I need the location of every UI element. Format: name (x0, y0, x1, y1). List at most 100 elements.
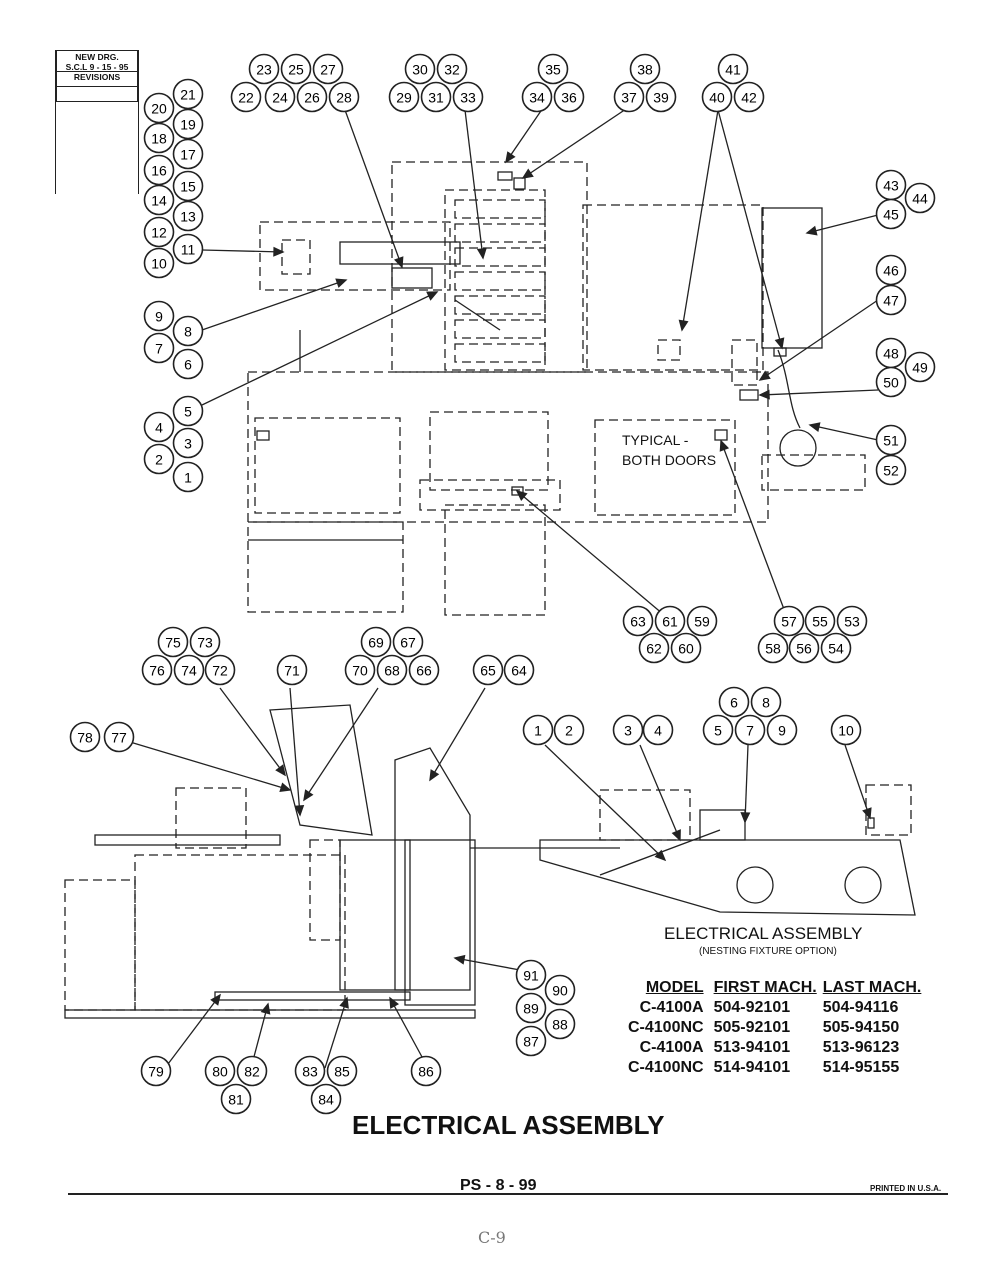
balloon-label: 49 (912, 360, 928, 376)
balloon-label: 13 (180, 209, 196, 225)
callout-balloon-89: 89 (515, 992, 547, 1024)
balloon-circle (172, 170, 204, 202)
callout-balloon-72: 72 (204, 654, 236, 686)
balloon-circle (280, 53, 312, 85)
outline (94, 834, 281, 846)
balloon-label: 6 (730, 695, 738, 711)
balloon-label: 4 (654, 723, 662, 739)
hidden-outline (134, 854, 346, 1011)
page-title: ELECTRICAL ASSEMBLY (352, 1110, 665, 1140)
balloon-label: 71 (284, 663, 300, 679)
balloon-circle (875, 284, 907, 316)
balloon-label: 58 (765, 641, 781, 657)
nesting-frame (539, 839, 916, 916)
callout-balloon-8: 8 (172, 315, 204, 347)
leader-arrow (303, 789, 314, 802)
leader-arrow (758, 389, 770, 400)
outline (867, 817, 875, 829)
balloon-label: 53 (844, 614, 860, 630)
head-outline (269, 704, 373, 836)
balloon-circle (173, 654, 205, 686)
balloon-label: 69 (368, 635, 384, 651)
page-number: PS - 8 - 99 (460, 1177, 537, 1194)
balloon-circle (103, 721, 135, 753)
balloon-label: 18 (151, 131, 167, 147)
balloon-circle (143, 154, 175, 186)
callout-balloon-91: 91 (515, 959, 547, 991)
callout-balloon-53: 53 (836, 605, 868, 637)
balloon-circle (143, 184, 175, 216)
outline (454, 957, 521, 971)
balloon-label: 42 (741, 90, 757, 106)
callout-balloon-79: 79 (140, 1055, 172, 1087)
callout-balloon-58: 58 (757, 632, 789, 664)
balloon-circle (904, 351, 936, 383)
nesting-title: ELECTRICAL ASSEMBLY (664, 924, 863, 943)
callout-balloon-25: 25 (280, 53, 312, 85)
leader-arrow (210, 993, 221, 1006)
outline (639, 744, 681, 841)
callout-balloon-46: 46 (875, 254, 907, 286)
callout-balloon-30: 30 (404, 53, 436, 85)
callout-balloon-60: 60 (670, 632, 702, 664)
balloon-label: 1 (184, 470, 192, 486)
balloon-label: 41 (725, 62, 741, 78)
balloon-label: 3 (624, 723, 632, 739)
callout-balloon-61: 61 (654, 605, 686, 637)
balloon-label: 82 (244, 1064, 260, 1080)
balloon-circle (392, 626, 424, 658)
balloon-circle (629, 53, 661, 85)
header-model: MODEL (645, 979, 704, 996)
leader-arrow (476, 247, 487, 260)
outline (714, 429, 728, 441)
callout-balloon-54: 54 (820, 632, 852, 664)
callout-balloon-38: 38 (629, 53, 661, 85)
balloon-label: 43 (883, 178, 899, 194)
balloon-label: 84 (318, 1092, 334, 1108)
balloon-label: 77 (111, 730, 127, 746)
balloon-label: 40 (709, 90, 725, 106)
callout-balloon-43: 43 (875, 169, 907, 201)
balloon-circle (141, 654, 173, 686)
leader-arrow (273, 246, 285, 257)
nesting-balloon-10: 10 (830, 714, 862, 746)
balloon-circle (757, 632, 789, 664)
balloon-label: 81 (228, 1092, 244, 1108)
callout-balloon-5: 5 (172, 395, 204, 427)
balloon-circle (788, 632, 820, 664)
balloon-label: 74 (181, 663, 197, 679)
balloon-circle (612, 714, 644, 746)
leader-arrow (805, 225, 818, 236)
balloon-label: 44 (912, 191, 928, 207)
hidden-outline (582, 204, 764, 371)
balloon-label: 33 (460, 90, 476, 106)
outline (544, 744, 666, 861)
hidden-outline (761, 454, 866, 491)
balloon-circle (172, 233, 204, 265)
balloon-label: 47 (883, 293, 899, 309)
leader-arrow (335, 278, 348, 288)
table-header-row: MODEL FIRST MACH. LAST MACH. (628, 978, 927, 998)
hidden-outline (309, 839, 341, 941)
balloon-circle (276, 654, 308, 686)
nesting-balloon-1: 1 (522, 714, 554, 746)
wheel (736, 866, 774, 904)
balloon-circle (143, 332, 175, 364)
callout-balloon-69: 69 (360, 626, 392, 658)
balloon-label: 11 (181, 242, 196, 258)
leader-arrow (515, 489, 528, 502)
outline (201, 279, 347, 331)
balloon-label: 34 (529, 90, 545, 106)
leader-arrow (294, 804, 305, 817)
cell-first: 514-94101 (713, 1059, 791, 1076)
callout-balloon-47: 47 (875, 284, 907, 316)
balloon-circle (537, 53, 569, 85)
callout-balloon-42: 42 (733, 81, 765, 113)
balloon-label: 64 (511, 663, 527, 679)
callout-balloon-6: 6 (172, 348, 204, 380)
balloon-label: 10 (151, 256, 167, 272)
outline (720, 440, 789, 621)
callout-balloon-15: 15 (172, 170, 204, 202)
callout-balloon-27: 27 (312, 53, 344, 85)
callout-balloon-75: 75 (157, 626, 189, 658)
